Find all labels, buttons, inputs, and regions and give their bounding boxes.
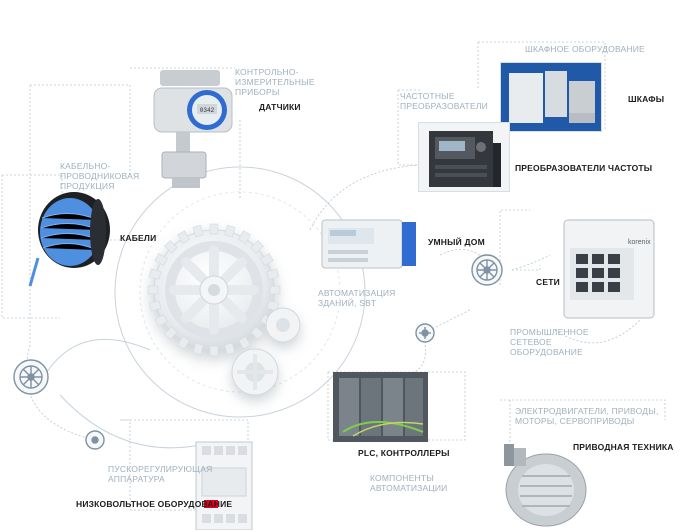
drive-unit-icon	[429, 131, 501, 187]
cables-label[interactable]: КАБЕЛИ	[120, 233, 157, 243]
display-value: 0342	[200, 107, 215, 114]
pressure-transmitter-icon: 0342	[153, 70, 233, 188]
network-switch-icon: korenix	[563, 219, 655, 319]
low-voltage-item[interactable]	[192, 438, 256, 530]
drive-tech-label[interactable]: ПРИВОДНАЯ ТЕХНИКА	[573, 442, 674, 452]
plc-module-icon	[333, 372, 428, 442]
frequency-converters-label[interactable]: ПРЕОБРАЗОВАТЕЛИ ЧАСТОТЫ	[515, 163, 653, 173]
low-voltage-label[interactable]: НИЗКОВОЛЬТНОЕ ОБОРУДОВАНИЕ	[76, 499, 233, 509]
automation-components-label: КОМПОНЕНТЫ АВТОМАТИЗАЦИИ	[370, 473, 448, 493]
networks-item[interactable]: korenix	[548, 214, 660, 322]
instruments-label: КОНТРОЛЬНО-ИЗМЕРИТЕЛЬНЫЕ ПРИБОРЫ	[235, 67, 315, 97]
drive-tech-item[interactable]	[498, 428, 598, 532]
industrial-network-label: ПРОМЫШЛЕННОЕ СЕТЕВОЕ ОБОРУДОВАНИЕ	[510, 327, 589, 357]
sensors-item[interactable]: 0342	[150, 66, 240, 191]
cable-reel-icon	[28, 192, 110, 287]
plc-label[interactable]: PLC, КОНТРОЛЛЕРЫ	[358, 448, 450, 458]
building-automation-label: АВТОМАТИЗАЦИЯ ЗДАНИЙ, SBT	[318, 288, 396, 308]
cabinets-label[interactable]: ШКАФЫ	[628, 94, 665, 104]
central-gear-cluster	[147, 223, 301, 396]
cable-products-label: КАБЕЛЬНО-ПРОВОДНИКОВАЯ ПРОДУКЦИЯ	[60, 161, 140, 191]
frequency-converters-item[interactable]	[418, 122, 510, 192]
networks-label[interactable]: СЕТИ	[536, 277, 560, 287]
frequency-converters-category: ЧАСТОТНЫЕ ПРЕОБРАЗОВАТЕЛИ	[400, 91, 488, 111]
cabinet-equipment-label: ШКАФНОЕ ОБОРУДОВАНИЕ	[525, 44, 645, 54]
plc-item[interactable]	[333, 372, 428, 442]
contactor-icon	[195, 441, 253, 530]
cabinet-icon	[501, 63, 601, 131]
motors-label: ЭЛЕКТРОДВИГАТЕЛИ, ПРИВОДЫ, МОТОРЫ, СЕРВО…	[515, 406, 659, 426]
building-controller-icon	[321, 219, 416, 269]
brand-label: korenix	[628, 239, 651, 246]
smart-home-item[interactable]	[316, 214, 420, 276]
electric-motor-icon	[504, 444, 587, 527]
smart-home-label[interactable]: УМНЫЙ ДОМ	[428, 237, 485, 247]
cabinets-item[interactable]	[500, 62, 602, 132]
cables-item[interactable]	[28, 188, 112, 290]
chain-gears	[13, 254, 503, 450]
sensors-label[interactable]: ДАТЧИКИ	[259, 102, 301, 112]
switchgear-label: ПУСКОРЕГУЛИРУЮЩАЯ АППАРАТУРА	[108, 464, 213, 484]
